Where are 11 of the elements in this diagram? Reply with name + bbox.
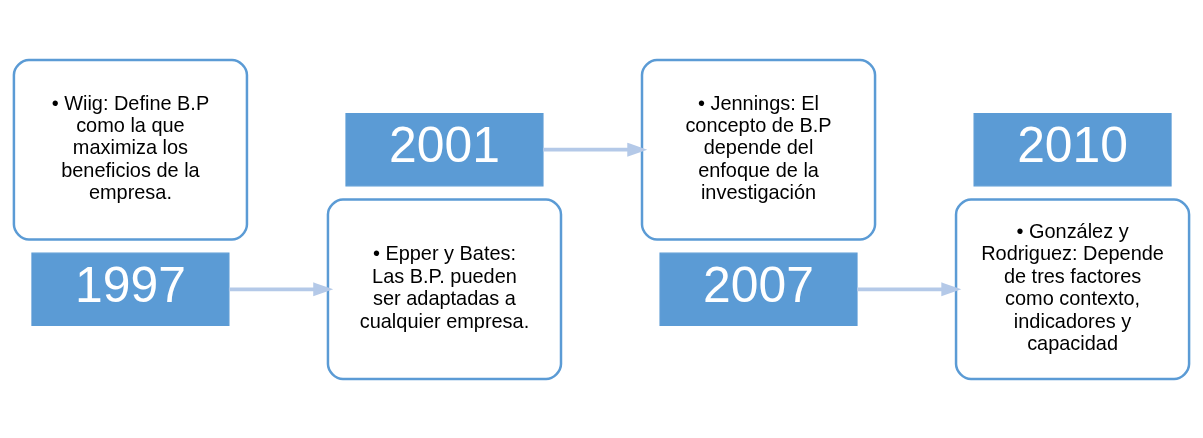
arrow (857, 281, 962, 296)
node-box: 1997 (31, 252, 230, 326)
node-box: 2001 (345, 112, 544, 186)
node-box: • Wiig: Define B.P como la que maximiza los beneficios de la empresa. (12, 58, 249, 241)
node-box: • Jennings: El concepto de B.P depende del enfoque de la investigación (640, 58, 877, 241)
node-box: 2007 (659, 252, 858, 326)
node-box: 2010 (973, 112, 1172, 186)
arrow (228, 281, 334, 296)
arrow (543, 142, 648, 157)
node-box: • González y Rodriguez: Depende de tres factores como contexto, indicadores y capacidad (954, 197, 1191, 380)
node-box: • Epper y Bates: Las B.P. pueden ser adaptadas a cualquier empresa. (326, 197, 563, 380)
